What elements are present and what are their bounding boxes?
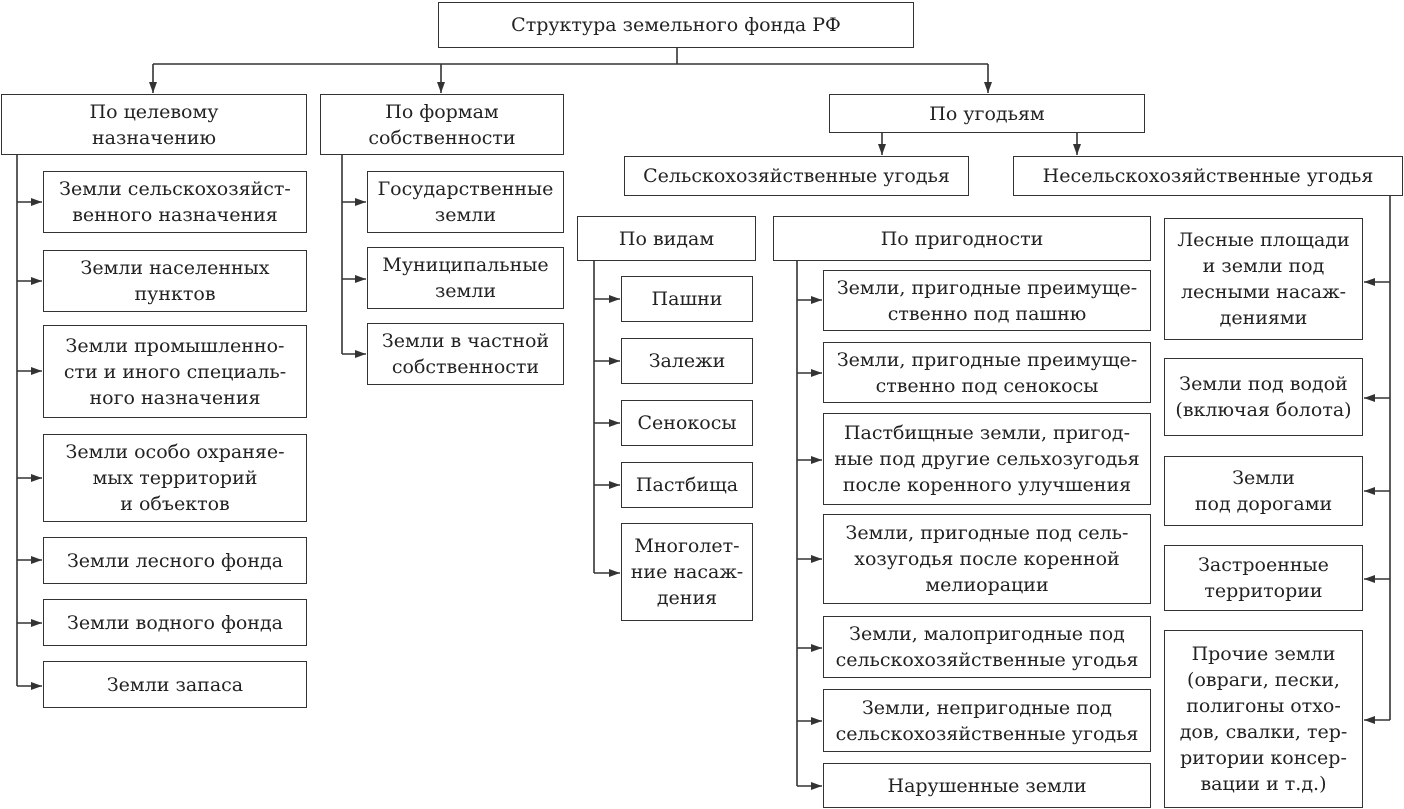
non-agri-item-roads: Земли под дорогами	[1164, 456, 1363, 526]
suitability-item-arable: Земли, пригодные преимуще- ственно под п…	[823, 270, 1151, 331]
suitability-item-unsuitable: Земли, непригодные под сельскохозяйствен…	[823, 689, 1151, 752]
suitability-item-melioration: Земли, пригодные под сель- хозугодья пос…	[823, 514, 1151, 604]
purpose-item-reserve: Земли запаса	[43, 661, 307, 708]
kind-item-hayfields: Сенокосы	[621, 400, 753, 446]
suitability-item-low-suitable: Земли, малопригодные под сельскохозяйств…	[823, 616, 1151, 678]
purpose-item-industry: Земли промышленно- сти и иного специаль-…	[43, 325, 307, 418]
by-land-type-header: По угодьям	[829, 94, 1145, 133]
kind-item-perennial: Многолет- ние насаж- дения	[621, 523, 753, 621]
non-agricultural-header: Несельскохозяйственные угодья	[1013, 156, 1403, 196]
purpose-item-agricultural: Земли сельскохозяйст- венного назначения	[43, 171, 307, 233]
kind-item-arable: Пашни	[621, 276, 753, 322]
purpose-item-protected: Земли особо охраняе- мых территорий и об…	[43, 434, 307, 522]
diagram-title: Структура земельного фонда РФ	[438, 2, 914, 48]
purpose-item-water-fund: Земли водного фонда	[43, 599, 307, 646]
by-kind-header: По видам	[577, 216, 756, 261]
non-agri-item-water: Земли под водой (включая болота)	[1164, 358, 1363, 436]
non-agri-item-other: Прочие земли (овраги, пески, полигоны от…	[1164, 630, 1363, 808]
non-agri-item-built-up: Застроенные территории	[1164, 545, 1363, 611]
suitability-item-hayfields: Земли, пригодные преимуще- ственно под с…	[823, 342, 1151, 403]
non-agri-item-forest: Лесные площади и земли под лесными насаж…	[1164, 218, 1363, 340]
ownership-item-municipal: Муниципальные земли	[367, 247, 564, 309]
kind-item-pastures: Пастбища	[621, 462, 753, 508]
by-suitability-header: По пригодности	[773, 216, 1151, 261]
purpose-item-settlements: Земли населенных пунктов	[43, 250, 307, 312]
ownership-item-state: Государственные земли	[367, 171, 564, 233]
purpose-item-forest-fund: Земли лесного фонда	[43, 537, 307, 584]
by-purpose-header: По целевому назначению	[1, 94, 307, 155]
suitability-item-disturbed: Нарушенные земли	[823, 763, 1151, 808]
by-ownership-header: По формам собственности	[320, 94, 564, 155]
kind-item-fallow: Залежи	[621, 338, 753, 384]
ownership-item-private: Земли в частной собственности	[367, 323, 564, 385]
suitability-item-pasture-improvement: Пастбищные земли, пригод- ные под другие…	[823, 413, 1151, 505]
agricultural-header: Сельскохозяйственные угодья	[624, 156, 969, 196]
